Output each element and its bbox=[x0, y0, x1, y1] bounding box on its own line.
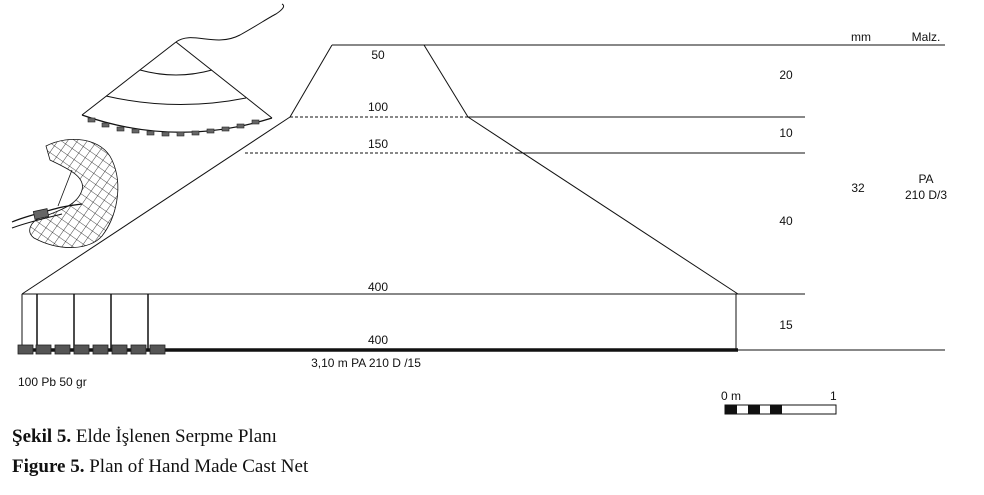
held-sinker bbox=[32, 208, 50, 220]
mm-column-header: mm bbox=[851, 30, 871, 44]
rim-sinker bbox=[146, 130, 155, 136]
brail-lines bbox=[36, 294, 149, 350]
rim-sinker bbox=[236, 123, 245, 129]
mesh-size-label: 10 bbox=[779, 126, 793, 140]
footrope-label: 3,10 m PA 210 D /15 bbox=[311, 356, 421, 370]
sinker-weight bbox=[149, 344, 166, 355]
rim-sinker bbox=[161, 131, 170, 137]
cast-net-illustration bbox=[81, 3, 285, 137]
width-label-lower: 400 bbox=[368, 280, 388, 294]
mesh-size-label: 15 bbox=[779, 318, 793, 332]
right-upper-wall bbox=[423, 44, 469, 118]
hand-net-illustration bbox=[11, 139, 119, 248]
width-label-upper: 100 bbox=[368, 100, 388, 114]
cone-ring bbox=[139, 69, 213, 76]
scale-bar-segment bbox=[748, 405, 760, 414]
rim-sinker bbox=[131, 128, 140, 134]
rim-sinker bbox=[251, 119, 260, 125]
arm-rope bbox=[11, 203, 83, 223]
twine-material-label: PA bbox=[918, 172, 933, 186]
cone-right-side bbox=[175, 41, 273, 119]
cone-ring bbox=[105, 95, 247, 105]
left-upper-wall bbox=[289, 44, 333, 118]
caption-english-text: Plan of Hand Made Cast Net bbox=[84, 456, 309, 477]
width-label-middle: 150 bbox=[368, 137, 388, 151]
sinker-weight bbox=[17, 344, 34, 355]
twine-size-label: 32 bbox=[851, 181, 865, 195]
handline-rope bbox=[175, 3, 285, 43]
caption-english-label: Figure 5. bbox=[12, 456, 85, 477]
scale-start-label: 0 m bbox=[721, 389, 741, 403]
caption-english: Figure 5. Plan of Hand Made Cast Net bbox=[12, 456, 308, 478]
width-label-top: 50 bbox=[371, 48, 385, 62]
net-outline bbox=[21, 44, 945, 351]
mesh-size-label: 40 bbox=[779, 214, 793, 228]
sinker-label: 100 Pb 50 gr bbox=[18, 375, 87, 389]
sinker-weight bbox=[54, 344, 71, 355]
twine-spec-label: 210 D/3 bbox=[905, 188, 947, 202]
caption-turkish-label: Şekil 5. bbox=[12, 426, 72, 447]
sinker-weight bbox=[130, 344, 147, 355]
mesh-bag bbox=[29, 139, 119, 248]
material-column-header: Malz. bbox=[912, 30, 941, 44]
hand-line bbox=[57, 169, 73, 207]
rim-sinker bbox=[206, 128, 215, 134]
cone-rim bbox=[81, 114, 273, 133]
rim-sinker bbox=[191, 130, 200, 136]
scale-bar-segment bbox=[770, 405, 782, 414]
caption-turkish-text: Elde İşlenen Serpme Planı bbox=[71, 426, 277, 447]
sinker-weight bbox=[73, 344, 90, 355]
scale-bar: 0 m 1 bbox=[721, 389, 837, 415]
left-flare bbox=[21, 116, 291, 295]
sinker-weight bbox=[111, 344, 128, 355]
mesh-size-label: 20 bbox=[779, 68, 793, 82]
sinker-weight bbox=[92, 344, 109, 355]
sinkers bbox=[17, 344, 166, 355]
rim-sinker bbox=[116, 126, 125, 132]
rim-sinker bbox=[87, 117, 96, 123]
caption-turkish: Şekil 5. Elde İşlenen Serpme Planı bbox=[12, 426, 277, 448]
sinker-weight bbox=[35, 344, 52, 355]
rim-sinker bbox=[176, 131, 185, 137]
scale-bar-segment bbox=[725, 405, 737, 414]
rim-sinker bbox=[221, 126, 230, 132]
width-label-bottom: 400 bbox=[368, 333, 388, 347]
cone-left-side bbox=[81, 41, 177, 116]
scale-end-label: 1 bbox=[830, 389, 837, 403]
arm-rope-lower bbox=[11, 213, 63, 229]
rim-sinker bbox=[101, 122, 110, 128]
right-flare bbox=[467, 116, 739, 295]
